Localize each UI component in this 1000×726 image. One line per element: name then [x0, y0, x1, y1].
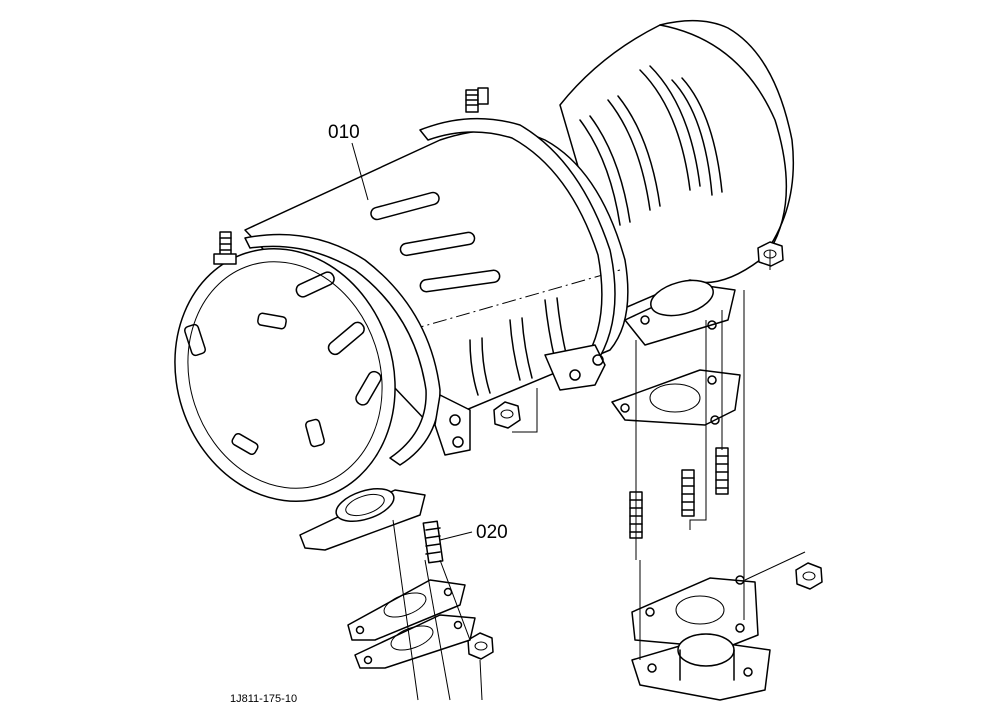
hex-nut-lower-right [795, 562, 823, 590]
inlet-flange [299, 488, 426, 551]
hex-nut-mid [493, 401, 521, 429]
rear-cooling-slots [579, 65, 723, 226]
end-cap-slots [183, 312, 325, 455]
figure-id: 1J811-175-10 [230, 693, 297, 705]
mid-cooling-slots [370, 191, 568, 396]
gasket-upper-right [611, 369, 741, 426]
stud-bolts-right [629, 447, 729, 539]
exhaust-flange-lower-right [631, 633, 771, 701]
clamp-bolt-top [465, 87, 489, 113]
hex-nut-lower-left [467, 632, 494, 660]
outlet-flange [624, 279, 736, 346]
muffler-assembly [174, 19, 795, 551]
muffler-end-cap [174, 248, 396, 502]
callout-010: 010 [328, 122, 360, 143]
gasket-lower-right [631, 575, 759, 649]
band-slots [295, 271, 382, 406]
assembly-lines [392, 250, 806, 701]
clamp-bolt-front [213, 231, 237, 265]
stud-bolt-020 [422, 520, 444, 564]
callout-020: 020 [476, 522, 508, 543]
leaders [351, 142, 473, 541]
